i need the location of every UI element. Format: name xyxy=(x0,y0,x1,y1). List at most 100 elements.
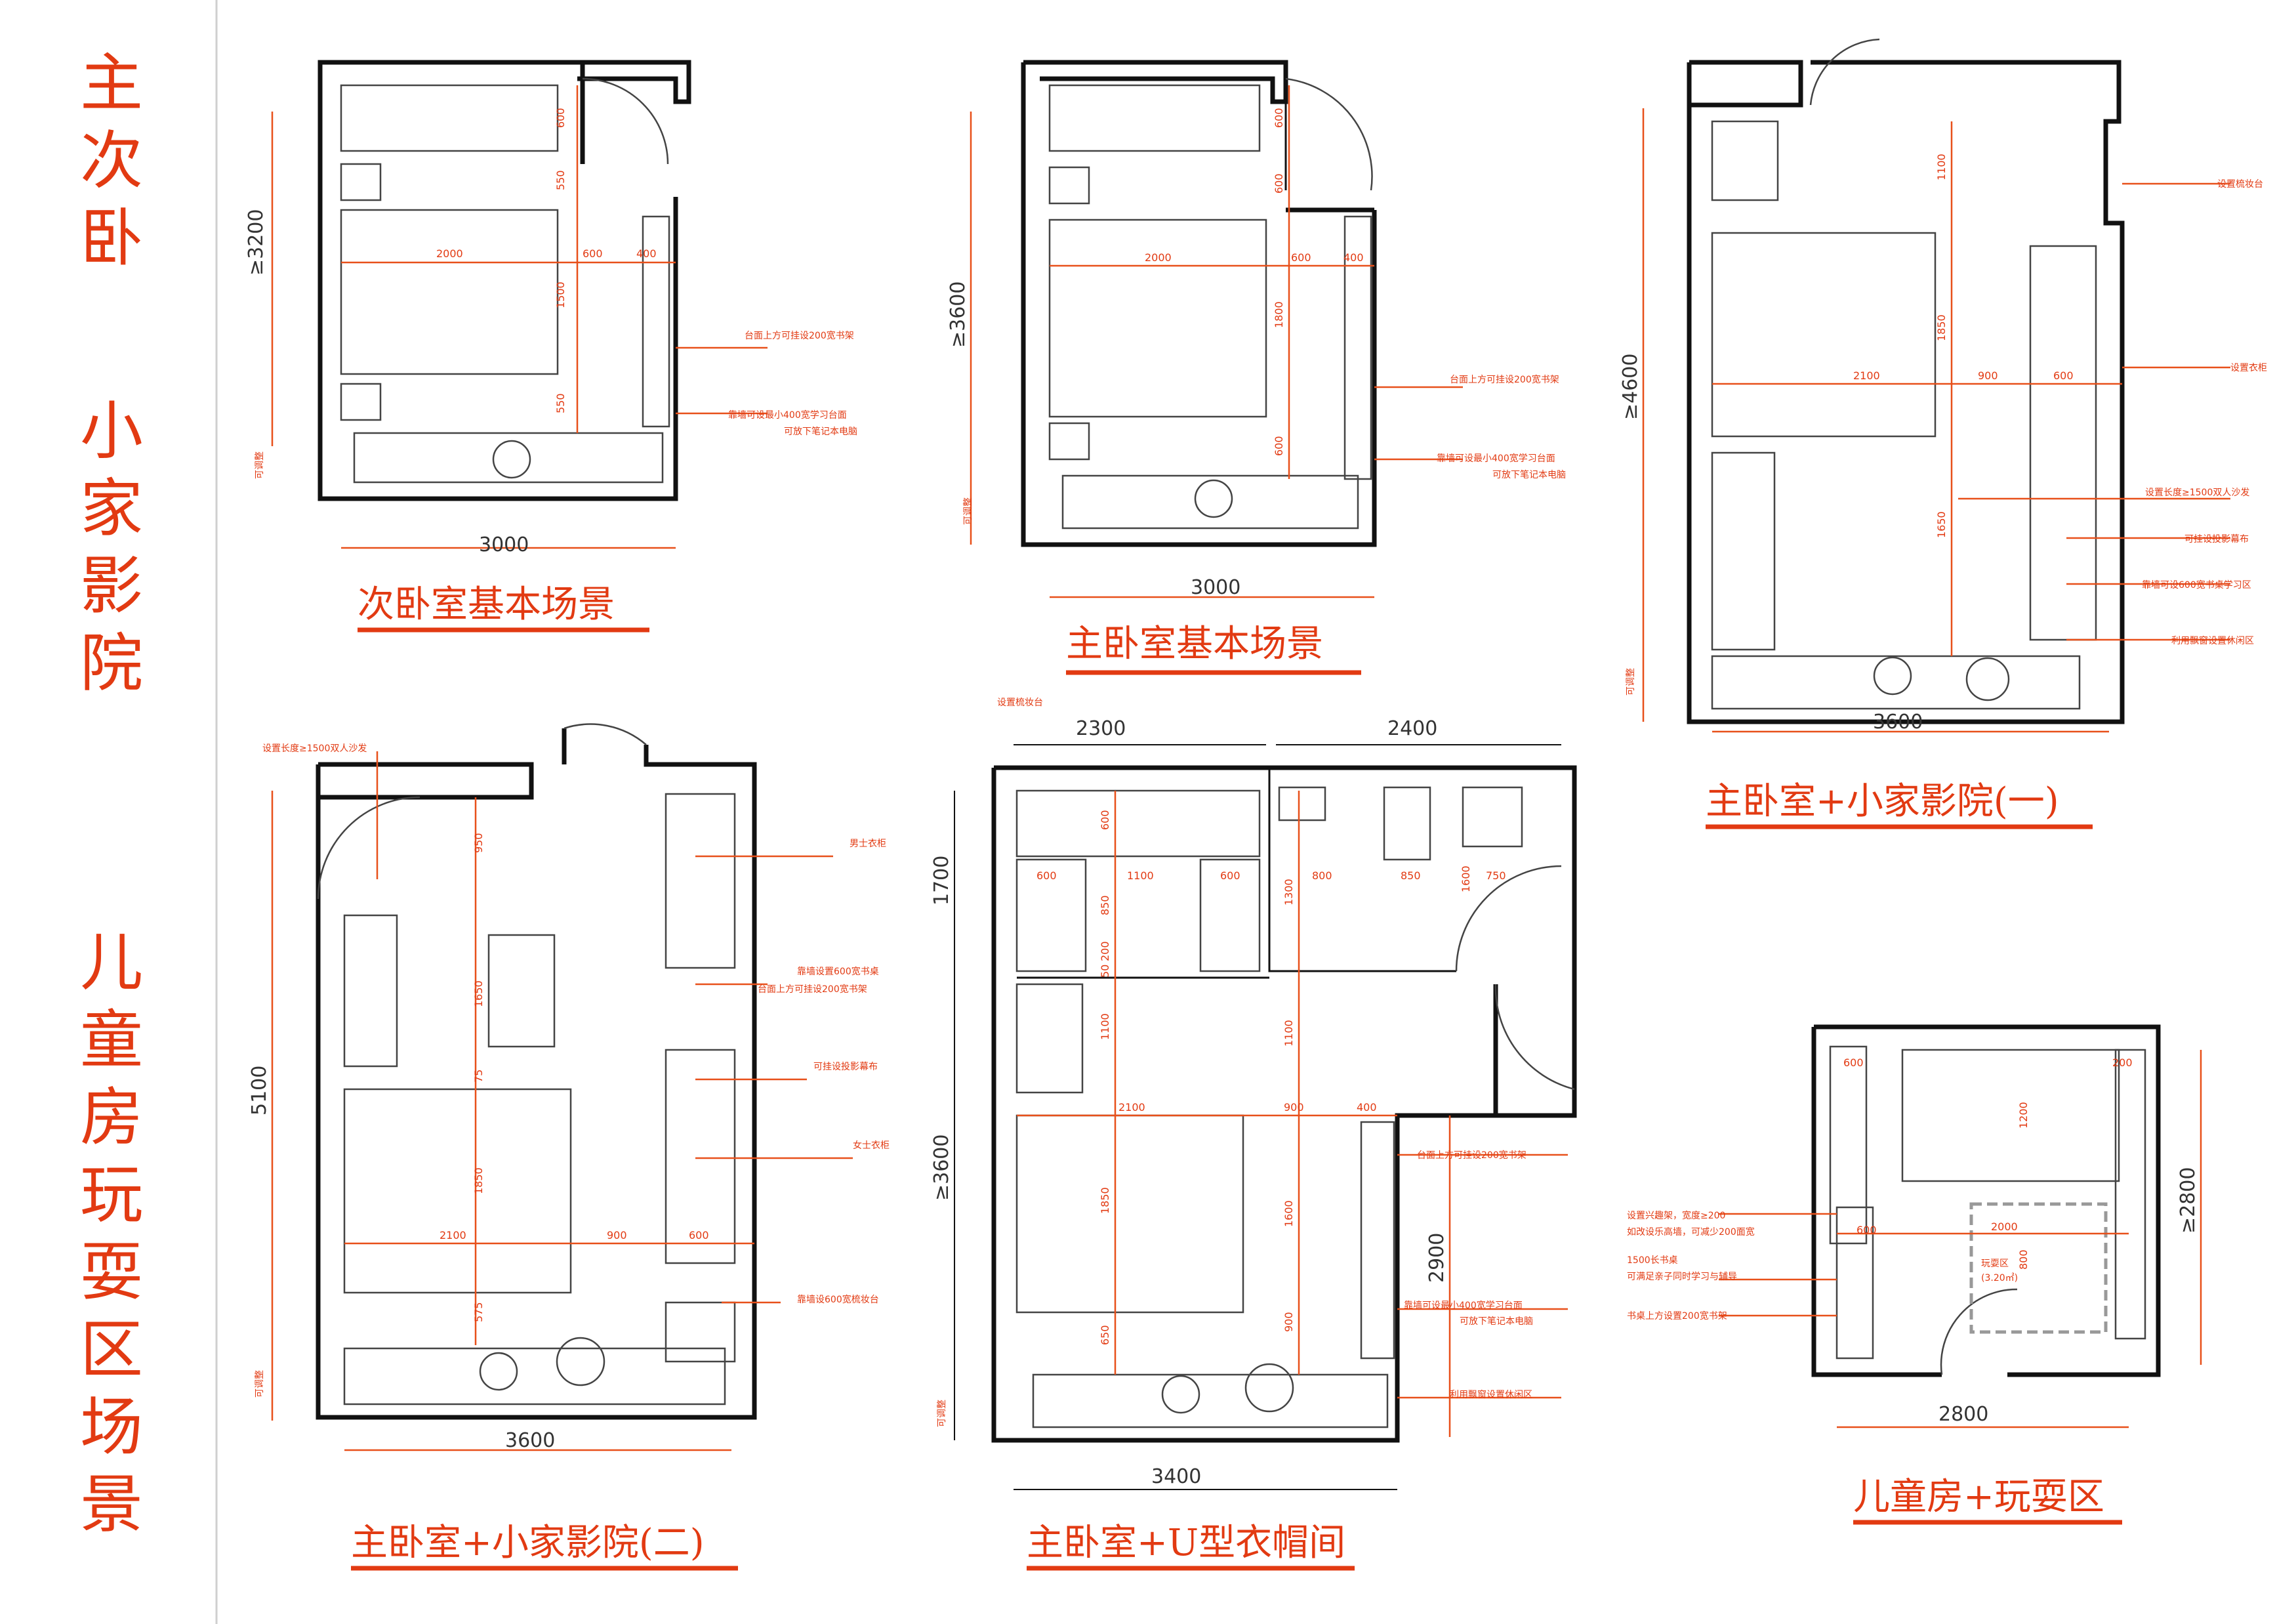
plan6-door xyxy=(1940,1288,2018,1375)
plan5-dim-c1600b: 1600 xyxy=(1282,1200,1295,1227)
plan4-dim-width: 3600 xyxy=(505,1429,555,1452)
plan5-basin xyxy=(1462,786,1523,848)
plan6-dim-bed: 2000 xyxy=(1991,1220,2018,1233)
plan4-door-top xyxy=(564,723,647,745)
plan6-note-lego: 如改设乐高墙，可减少200面宽 xyxy=(1627,1226,1755,1238)
plan5-toilet xyxy=(1383,786,1431,861)
plan3-note-screen: 可挂设投影幕布 xyxy=(2184,534,2249,545)
plan5-dim-h-top: 1700 xyxy=(930,856,953,906)
plan3-note-wardrobe: 设置衣柜 xyxy=(2230,363,2267,373)
plan3-vanity xyxy=(1711,120,1779,201)
plan1-note-shelf: 台面上方可挂设200宽书架 xyxy=(745,330,854,341)
plan1-person xyxy=(492,440,531,479)
plan5-dim-c200: 200 xyxy=(1099,941,1111,961)
plan4-stool xyxy=(556,1337,605,1386)
plan1-wardrobe xyxy=(340,84,559,152)
plan5-vanity xyxy=(1015,983,1084,1094)
plan3-wardrobe xyxy=(2029,245,2097,641)
plan2-note-desk: 靠墙可设最小400宽学习台面 xyxy=(1437,453,1555,464)
plan1-nightstand-bottom xyxy=(340,383,382,421)
plan5-dim-c600a: 600 xyxy=(1036,869,1057,882)
plan2-walls xyxy=(1021,60,1377,547)
plan2-dim-600c: 600 xyxy=(1273,436,1285,456)
plan4-sofa xyxy=(343,914,398,1068)
plan3-sofa xyxy=(1711,451,1776,651)
plan3-dim-1650: 1650 xyxy=(1935,511,1948,538)
plan5-dim-c850: 850 xyxy=(1099,895,1111,915)
plan1-dim-550a: 550 xyxy=(554,170,567,190)
plan4-dim-1850: 1850 xyxy=(472,1167,485,1194)
plan5-closet-top xyxy=(1015,789,1261,858)
plan2-dim-bed: 2000 xyxy=(1145,251,1172,264)
plan6-note-study: 可满足亲子同时学习与辅导 xyxy=(1627,1272,1737,1282)
plan5-dim-width: 3400 xyxy=(1151,1465,1201,1488)
plan4-note-shelf: 台面上方可挂设200宽书架 xyxy=(758,984,867,995)
plan5-bed xyxy=(1015,1114,1244,1314)
plan6-note-desk: 1500长书桌 xyxy=(1627,1255,1678,1266)
plan4-dim-575: 575 xyxy=(472,1302,485,1322)
plan5-door-top xyxy=(1455,865,1562,972)
plan2-note-laptop: 可放下笔记本电脑 xyxy=(1492,470,1566,480)
plan2-nightstand-top xyxy=(1048,166,1090,205)
plan1-desk xyxy=(642,215,670,428)
plan3-walls xyxy=(1687,60,2125,724)
plan3-window-bay xyxy=(1711,655,2081,710)
plan4-coffee-table xyxy=(487,934,556,1048)
plan5-note-laptop: 可放下笔记本电脑 xyxy=(1460,1316,1533,1327)
plan5-stool xyxy=(1244,1363,1294,1413)
plan6-dim-width: 2800 xyxy=(1938,1403,1988,1426)
plan5-dim-c1100c: 1100 xyxy=(1282,1020,1295,1047)
plan5-walls xyxy=(991,765,1577,1443)
plan5-note-vanity: 设置梳妆台 xyxy=(997,697,1043,708)
plan2-note-shelf: 台面上方可挂设200宽书架 xyxy=(1450,374,1559,385)
plan5-door-right xyxy=(1494,984,1575,1091)
plan1-dim-height: ≥3200 xyxy=(245,209,268,276)
plan5-caption: 主卧室+U型衣帽间 xyxy=(1027,1522,1345,1564)
plan4-dim-height: 5100 xyxy=(248,1066,271,1115)
plan4-dim-1650: 1650 xyxy=(472,980,485,1007)
plan1-caption: 次卧室基本场景 xyxy=(358,583,615,626)
plan1-note-desk: 靠墙可设最小400宽学习台面 xyxy=(728,409,847,421)
plan6-dim-c800: 800 xyxy=(2017,1249,2030,1270)
plan5-dim-c750: 750 xyxy=(1486,869,1506,882)
plan6-caption: 儿童房+玩耍区 xyxy=(1853,1476,2104,1518)
plan4-caption: 主卧室+小家影院(二) xyxy=(351,1522,705,1564)
plan4-womens-wardrobe xyxy=(665,1049,736,1264)
plan5-dim-side: 900 xyxy=(1284,1101,1304,1114)
plan5-dim-desk: 400 xyxy=(1357,1101,1377,1114)
plan6-play-area xyxy=(1969,1202,2108,1334)
plan5-dim-w-left: 2300 xyxy=(1076,717,1126,740)
plan2-nightstand-bottom xyxy=(1048,422,1090,461)
plan2-dim-desk: 400 xyxy=(1343,251,1364,264)
plan1-dim-side: 600 xyxy=(583,247,603,260)
plan5-dim-c1100: 1100 xyxy=(1127,869,1154,882)
plan6-dim-c600a: 600 xyxy=(1843,1056,1864,1069)
plan4-note-mens-wardrobe: 男士衣柜 xyxy=(850,839,886,849)
plan5-desk xyxy=(1360,1121,1395,1360)
plan2-window-bay xyxy=(1061,474,1359,530)
plan3-dim-side: 900 xyxy=(1978,369,1998,382)
plan2-door xyxy=(1285,77,1373,191)
plan-master-u-closet: 2300 2400 1700 ≥3600 2900 3400 2100 900 … xyxy=(930,697,1577,1571)
plan4-vanity xyxy=(665,1301,736,1363)
plan5-note-window: 利用飘窗设置休闲区 xyxy=(1450,1389,1532,1400)
plan2-dim-1800: 1800 xyxy=(1273,301,1285,328)
plan5-window-bay xyxy=(1032,1373,1389,1428)
plan-master-cinema-2: 5100 3600 2100 900 600 950 1650 75 1850 … xyxy=(248,723,890,1571)
plan4-note-vanity: 靠墙设600宽梳妆台 xyxy=(797,1294,879,1305)
plan2-note-small: 可调整 xyxy=(963,497,974,525)
plan1-dim-600: 600 xyxy=(554,108,567,128)
plan3-note-window: 利用飘窗设置休闲区 xyxy=(2171,635,2254,646)
plan3-person xyxy=(1873,656,1912,696)
plan5-dim-c600b: 600 xyxy=(1220,869,1240,882)
plan6-dim-height: ≥2800 xyxy=(2177,1167,2200,1234)
plan5-dim-c1850: 1850 xyxy=(1099,1187,1111,1214)
plan1-dim-width: 3000 xyxy=(479,533,529,556)
plan5-dim-c850b: 850 xyxy=(1401,869,1421,882)
plan6-bed xyxy=(1901,1049,2120,1182)
plan3-dim-1850: 1850 xyxy=(1935,314,1948,341)
plan5-note-desk: 靠墙可设最小400宽学习台面 xyxy=(1404,1300,1523,1311)
plan5-dim-c1100b: 1100 xyxy=(1099,1013,1111,1040)
plan5-dim-bed: 2100 xyxy=(1118,1101,1145,1114)
